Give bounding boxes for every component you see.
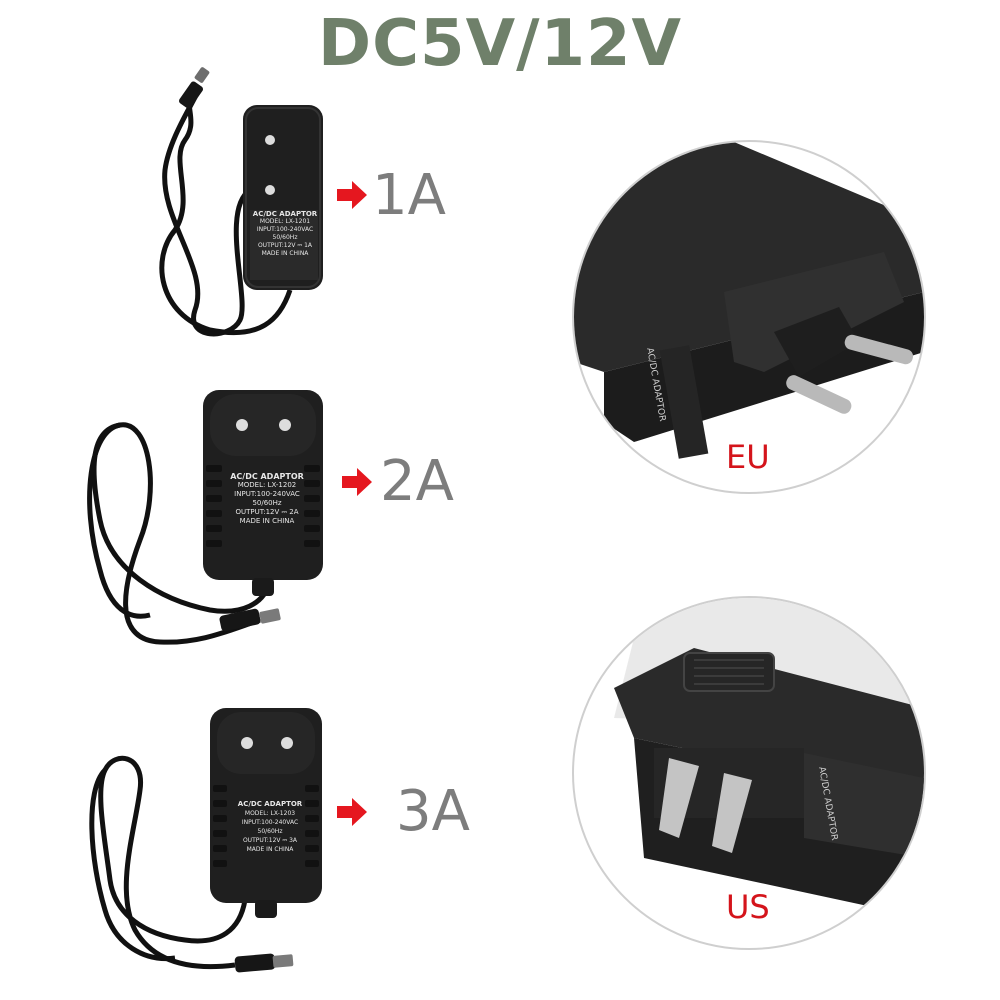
label-input: INPUT:100-240VAC	[241, 819, 299, 826]
plug-label-us: US	[726, 888, 770, 926]
label-origin: MADE IN CHINA	[239, 517, 295, 525]
label-output: OUTPUT:12V ⎓ 3A	[242, 837, 298, 844]
headline: DC5V/12V	[317, 7, 683, 81]
label-model: MODEL: LX-1201	[259, 218, 311, 225]
adapter-2a-photo	[87, 390, 323, 645]
adapter-3a-photo	[89, 708, 322, 973]
adapter-2a-label: AC/DC ADAPTOR MODEL: LX-1202 INPUT:100-2…	[226, 472, 308, 526]
us-plug-closeup: AC/DC ADAPTOR US	[572, 596, 926, 950]
us-plug-closeup-icon	[614, 598, 924, 918]
label-input: INPUT:100-240VAC	[234, 490, 300, 498]
label-origin: MADE IN CHINA	[246, 846, 294, 853]
label-input: INPUT:100-240VAC	[256, 226, 314, 233]
red-right-arrow-icon	[337, 181, 367, 209]
label-title: AC/DC ADAPTOR	[230, 472, 304, 481]
label-origin: MADE IN CHINA	[261, 250, 309, 257]
label-model: MODEL: LX-1203	[244, 810, 296, 817]
label-freq: 50/60Hz	[257, 828, 283, 835]
adapter-3a-label: AC/DC ADAPTOR MODEL: LX-1203 INPUT:100-2…	[234, 800, 306, 854]
plug-label-eu: EU	[726, 438, 770, 476]
rating-3a: 3A	[396, 779, 470, 844]
label-model: MODEL: LX-1202	[237, 481, 297, 489]
red-right-arrow-icon	[337, 798, 367, 826]
rating-1a: 1A	[372, 163, 446, 228]
adapter-1a-label: AC/DC ADAPTOR MODEL: LX-1201 INPUT:100-2…	[252, 210, 318, 258]
label-output: OUTPUT:12V ⎓ 2A	[235, 508, 299, 516]
eu-plug-closeup: AC/DC ADAPTOR EU	[572, 140, 926, 494]
label-title: AC/DC ADAPTOR	[237, 800, 303, 808]
eu-plug-closeup-icon	[574, 142, 924, 459]
red-right-arrow-icon	[342, 468, 372, 496]
label-freq: 50/60Hz	[252, 499, 282, 507]
label-title: AC/DC ADAPTOR	[252, 210, 318, 218]
label-freq: 50/60Hz	[272, 234, 298, 241]
adapter-1a-photo	[159, 67, 323, 337]
label-output: OUTPUT:12V ⎓ 1A	[257, 242, 313, 249]
rating-2a: 2A	[380, 449, 454, 514]
